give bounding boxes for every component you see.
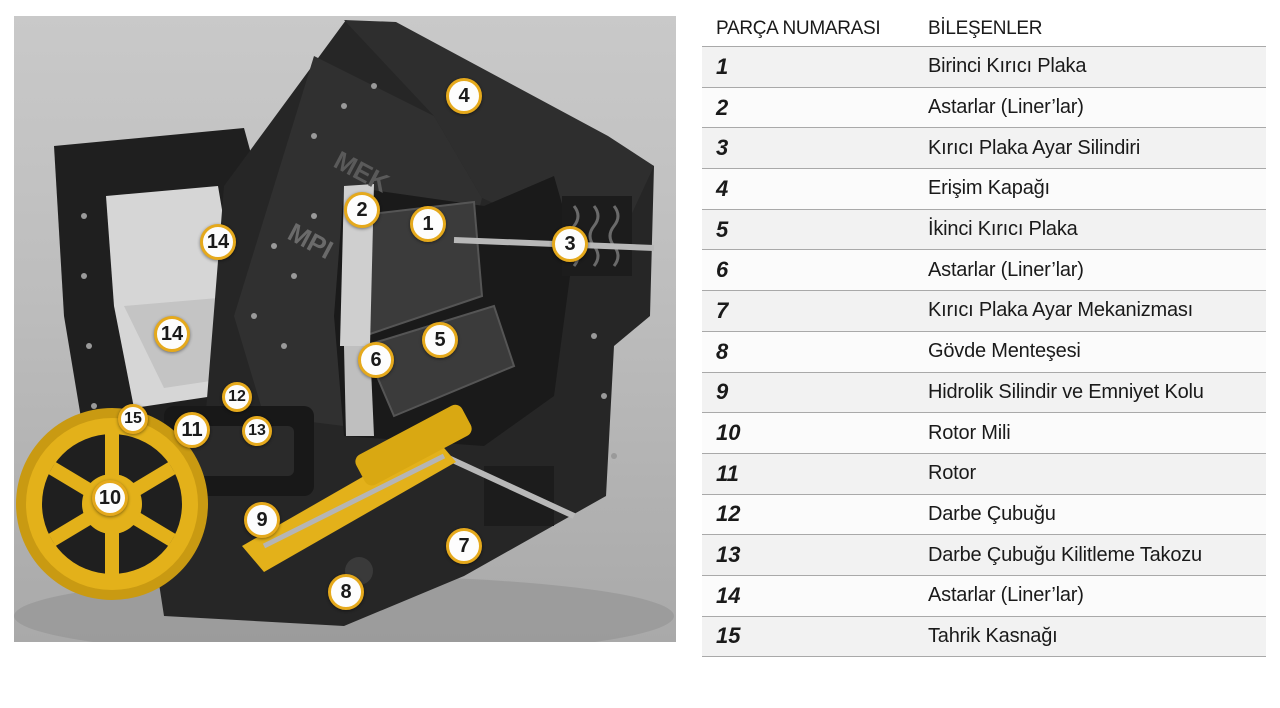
- callout-7: 7: [446, 528, 482, 564]
- callout-2: 2: [344, 192, 380, 228]
- table-row: 12 Darbe Çubuğu: [702, 494, 1266, 536]
- part-number: 6: [716, 257, 729, 283]
- hydraulic-cylinder: [355, 404, 472, 486]
- component-name: Birinci Kırıcı Plaka: [928, 55, 1087, 78]
- component-name: İkinci Kırıcı Plaka: [928, 218, 1078, 241]
- table-row: 10 Rotor Mili: [702, 413, 1266, 454]
- housing-bolts: [81, 83, 617, 459]
- cylinder-rod: [262, 453, 446, 549]
- callout-15: 15: [118, 404, 148, 434]
- callout-3: 3: [552, 226, 588, 262]
- callout-14-upper: 14: [200, 224, 236, 260]
- callout-5: 5: [422, 322, 458, 358]
- component-name: Astarlar (Liner’lar): [928, 584, 1084, 607]
- component-name: Rotor Mili: [928, 421, 1011, 444]
- component-name: Astarlar (Liner’lar): [928, 258, 1084, 281]
- table-row: 8 Gövde Menteşesi: [702, 331, 1266, 373]
- crusher-illustration: MEK MPI 1 2 3 4 5 6 7 8 9 10 11 12 13 14…: [14, 16, 676, 642]
- part-number: 13: [716, 542, 741, 568]
- component-name: Kırıcı Plaka Ayar Silindiri: [928, 136, 1141, 159]
- parts-table: PARÇA NUMARASI BİLEŞENLER 1 Birinci Kırıc…: [702, 12, 1266, 658]
- header-components: BİLEŞENLER: [928, 18, 1043, 39]
- component-name: Kırıcı Plaka Ayar Mekanizması: [928, 299, 1194, 322]
- table-header: PARÇA NUMARASI BİLEŞENLER: [702, 12, 1266, 46]
- part-number: 11: [716, 460, 739, 486]
- callout-1: 1: [410, 206, 446, 242]
- callout-13: 13: [242, 416, 272, 446]
- component-name: Darbe Çubuğu: [928, 502, 1056, 525]
- part-number: 9: [716, 379, 729, 405]
- callout-9: 9: [244, 502, 280, 538]
- part-number: 15: [716, 623, 741, 649]
- part-number: 2: [716, 94, 729, 120]
- table-row: 1 Birinci Kırıcı Plaka: [702, 46, 1266, 88]
- component-name: Hidrolik Silindir ve Emniyet Kolu: [928, 380, 1204, 403]
- table-row: 4 Erişim Kapağı: [702, 169, 1266, 210]
- part-number: 7: [716, 297, 729, 323]
- callout-14-lower: 14: [154, 316, 190, 352]
- part-number: 3: [716, 135, 729, 161]
- part-number: 14: [716, 582, 741, 608]
- part-number: 12: [716, 501, 741, 527]
- header-part-number: PARÇA NUMARASI: [716, 18, 881, 39]
- table-row: 6 Astarlar (Liner’lar): [702, 250, 1266, 292]
- component-name: Rotor: [928, 462, 976, 485]
- table-row: 11 Rotor: [702, 453, 1266, 495]
- component-name: Erişim Kapağı: [928, 177, 1050, 200]
- callout-12: 12: [222, 382, 252, 412]
- part-number: 10: [716, 420, 741, 446]
- adjust-housing-lower: [484, 466, 554, 526]
- crusher-drawing: MEK MPI: [14, 20, 674, 642]
- table-row: 13 Darbe Çubuğu Kilitleme Takozu: [702, 535, 1266, 576]
- table-row: 15 Tahrik Kasnağı: [702, 616, 1266, 658]
- table-row: 5 İkinci Kırıcı Plaka: [702, 209, 1266, 251]
- part-number: 5: [716, 216, 729, 242]
- callout-8: 8: [328, 574, 364, 610]
- part-number: 4: [716, 175, 729, 201]
- table-row: 14 Astarlar (Liner’lar): [702, 575, 1266, 617]
- adjust-rod-lower: [442, 453, 576, 519]
- component-name: Astarlar (Liner’lar): [928, 96, 1084, 119]
- part-number: 1: [716, 53, 729, 79]
- component-name: Gövde Menteşesi: [928, 340, 1081, 363]
- callout-11: 11: [174, 412, 210, 448]
- part-number: 8: [716, 338, 729, 364]
- table-row: 2 Astarlar (Liner’lar): [702, 87, 1266, 129]
- secondary-breaker-plate: [362, 304, 516, 418]
- table-row: 7 Kırıcı Plaka Ayar Mekanizması: [702, 291, 1266, 332]
- component-name: Darbe Çubuğu Kilitleme Takozu: [928, 543, 1202, 566]
- callout-4: 4: [446, 78, 482, 114]
- callout-10: 10: [92, 480, 128, 516]
- table-row: 3 Kırıcı Plaka Ayar Silindiri: [702, 128, 1266, 170]
- component-name: Tahrik Kasnağı: [928, 624, 1058, 647]
- table-row: 9 Hidrolik Silindir ve Emniyet Kolu: [702, 372, 1266, 414]
- callout-6: 6: [358, 342, 394, 378]
